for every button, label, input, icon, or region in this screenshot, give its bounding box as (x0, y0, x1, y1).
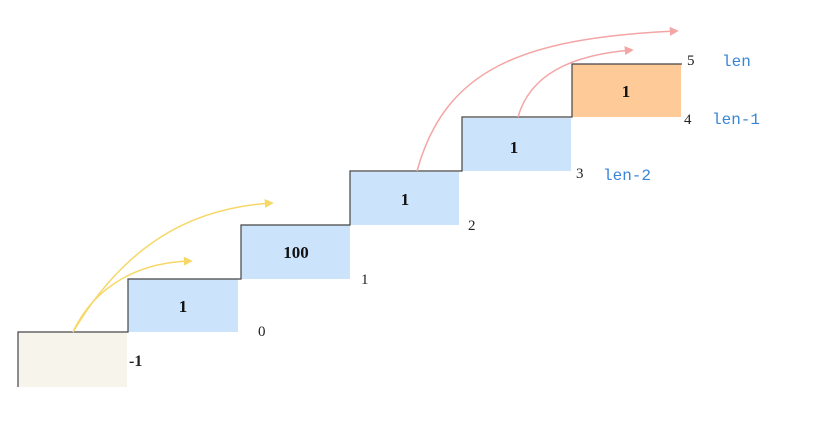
index-label-4: 4 (684, 112, 692, 128)
step-4-value: 1 (622, 82, 631, 101)
start-jump-1-arrow (72, 256, 193, 333)
len-minus-1-label: len-1 (712, 111, 760, 129)
staircase-outline (17, 63, 682, 387)
index-label-2: 2 (468, 218, 476, 234)
index-label-minus-1: -1 (129, 353, 142, 370)
index-label-1: 1 (361, 272, 369, 288)
end-jump-2-arrow (416, 26, 679, 172)
start-jump-2-arrow (72, 198, 274, 333)
step-0-value: 1 (179, 297, 188, 316)
index-label-5: 5 (687, 53, 695, 69)
step-3 (462, 118, 571, 171)
step-1-value: 100 (283, 243, 309, 262)
step-0 (128, 279, 238, 332)
ground-step (18, 333, 127, 387)
step-3-value: 1 (510, 138, 519, 157)
index-label-3: 3 (576, 166, 584, 182)
step-1 (241, 225, 350, 279)
len-minus-2-label: len-2 (603, 167, 651, 185)
end-jump-1-arrow (517, 46, 634, 118)
step-2 (350, 172, 459, 225)
step-4 (572, 64, 681, 117)
step-2-value: 1 (401, 190, 410, 209)
len-label: len (722, 53, 751, 71)
index-label-0: 0 (258, 324, 266, 340)
